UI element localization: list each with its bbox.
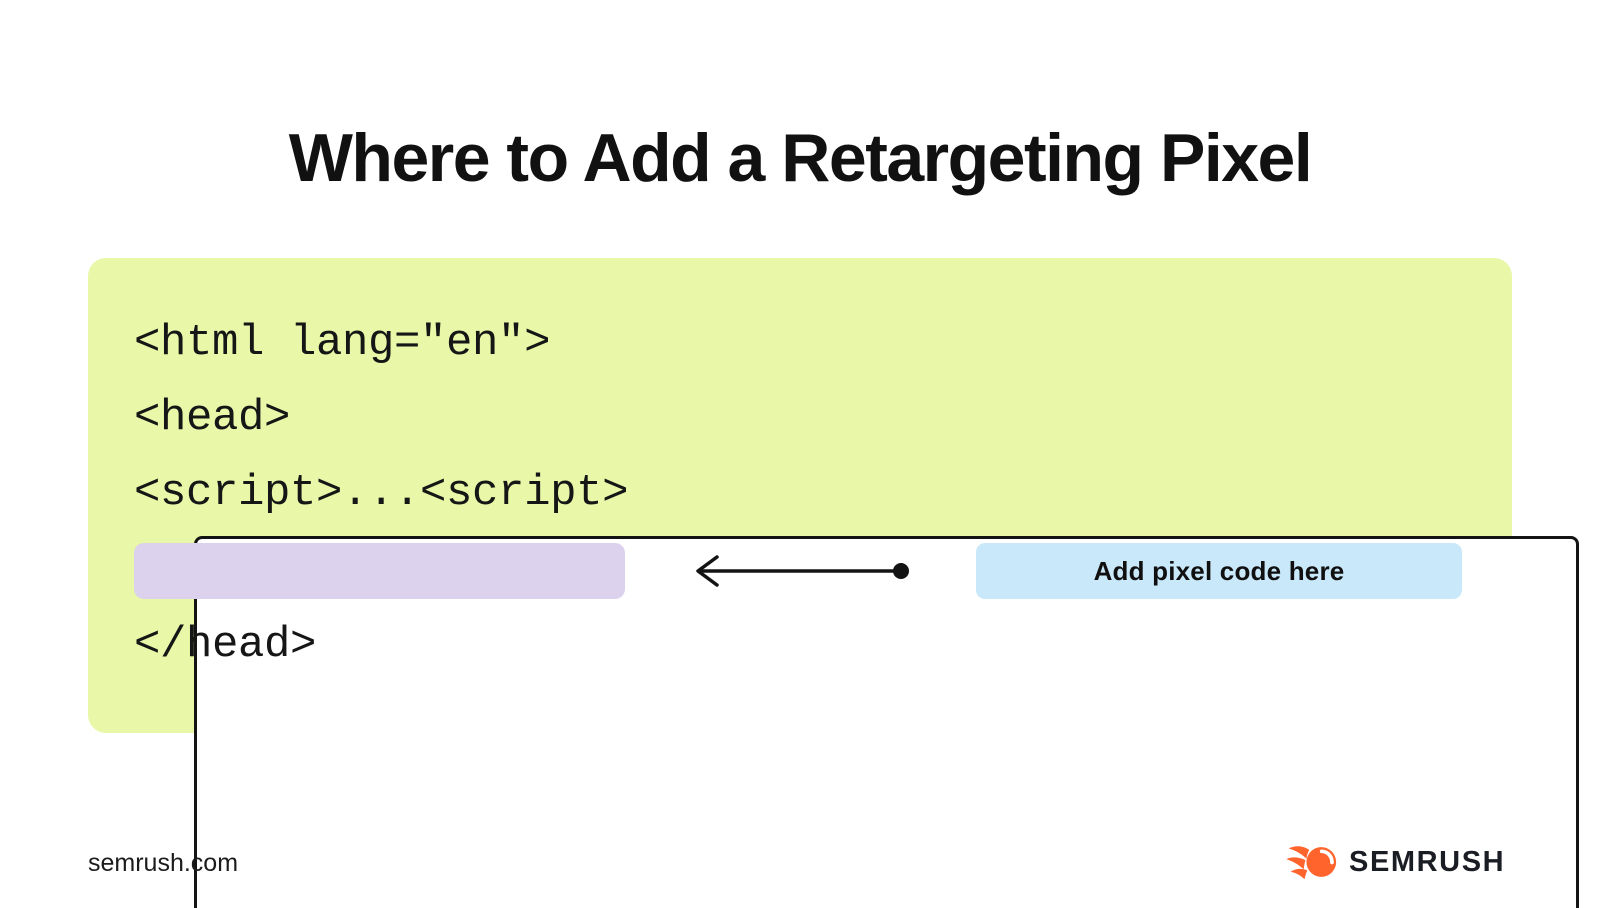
code-line-head-open: <head> bbox=[134, 393, 291, 443]
arrow-left-icon bbox=[696, 555, 909, 587]
semrush-logo: SEMRUSH bbox=[1286, 843, 1505, 881]
page-title: Where to Add a Retargeting Pixel bbox=[288, 119, 1313, 196]
semrush-wordmark: SEMRUSH bbox=[1349, 845, 1506, 878]
site-url: semrush.com bbox=[88, 849, 239, 877]
add-pixel-callout: Add pixel code here bbox=[976, 543, 1462, 599]
code-line-head-close: </head> bbox=[134, 620, 317, 670]
code-line-html-open: <html lang="en"> bbox=[134, 318, 551, 368]
semrush-flame-icon bbox=[1286, 846, 1337, 880]
pixel-code-placeholder bbox=[134, 543, 625, 599]
code-line-script: <script>...<script> bbox=[134, 468, 629, 518]
